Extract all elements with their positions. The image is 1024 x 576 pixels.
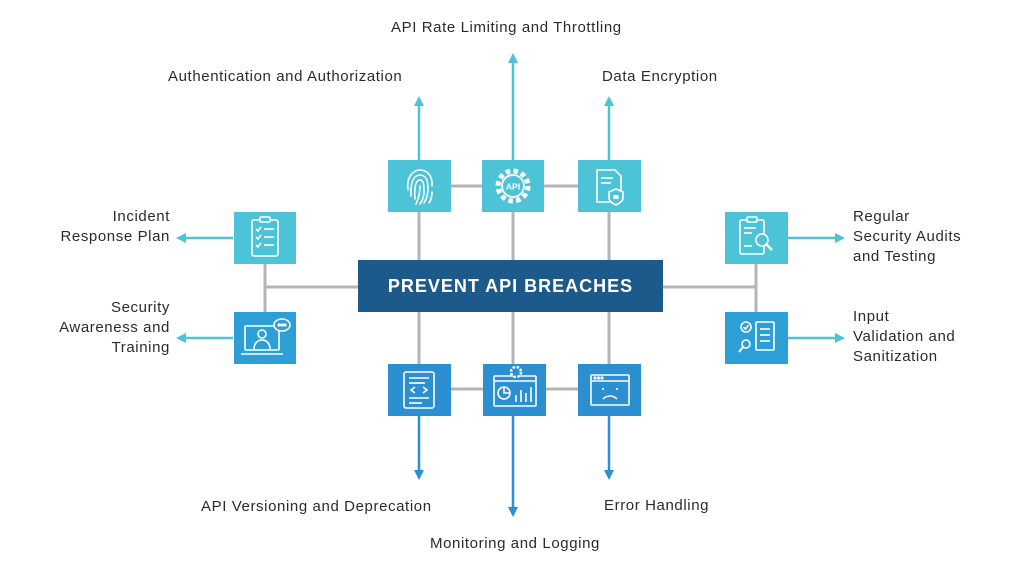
checklist-icon: [251, 216, 279, 257]
connectors: [263, 184, 758, 391]
monitoring-logging-tile: [483, 364, 546, 416]
label-error-handling: Error Handling: [604, 497, 710, 514]
data-encryption-tile: [578, 160, 641, 212]
encrypted-document-icon: [596, 169, 624, 206]
validation-checklist-icon: [738, 321, 775, 353]
center-title: PREVENT API BREACHES: [387, 275, 634, 296]
label-security-audits: Regular Security Audits and Testing: [853, 208, 962, 265]
label-authentication: Authentication and Authorization: [168, 68, 403, 85]
security-audits-tile: [725, 212, 788, 264]
api-versioning-tile: [388, 364, 451, 416]
error-handling-tile: [578, 364, 641, 416]
incident-response-tile: [234, 212, 296, 264]
fingerprint-icon: [406, 169, 433, 205]
versioning-document-icon: [403, 371, 435, 409]
label-data-encryption: Data Encryption: [602, 68, 718, 85]
label-api-versioning: API Versioning and Deprecation: [201, 498, 432, 515]
label-monitoring-logging: Monitoring and Logging: [430, 535, 600, 552]
authentication-tile: [388, 160, 451, 212]
arrows: [176, 53, 845, 517]
api-gear-icon: API: [495, 168, 531, 204]
error-window-icon: [590, 374, 630, 406]
api-rate-limiting-tile: API: [482, 160, 544, 212]
label-security-awareness: Security Awareness and Training: [59, 299, 170, 356]
input-validation-tile: [725, 312, 788, 364]
monitoring-dashboard-icon: [493, 365, 537, 407]
label-api-rate-limiting: API Rate Limiting and Throttling: [391, 19, 622, 36]
label-input-validation: Input Validation and Sanitization: [853, 308, 956, 365]
center-title-box: PREVENT API BREACHES: [358, 260, 663, 312]
online-training-icon: [241, 318, 291, 355]
security-awareness-tile: [234, 312, 296, 364]
label-incident-response: Incident Response Plan: [60, 208, 170, 245]
audit-clipboard-icon: [739, 216, 773, 255]
svg-text:API: API: [506, 182, 520, 192]
